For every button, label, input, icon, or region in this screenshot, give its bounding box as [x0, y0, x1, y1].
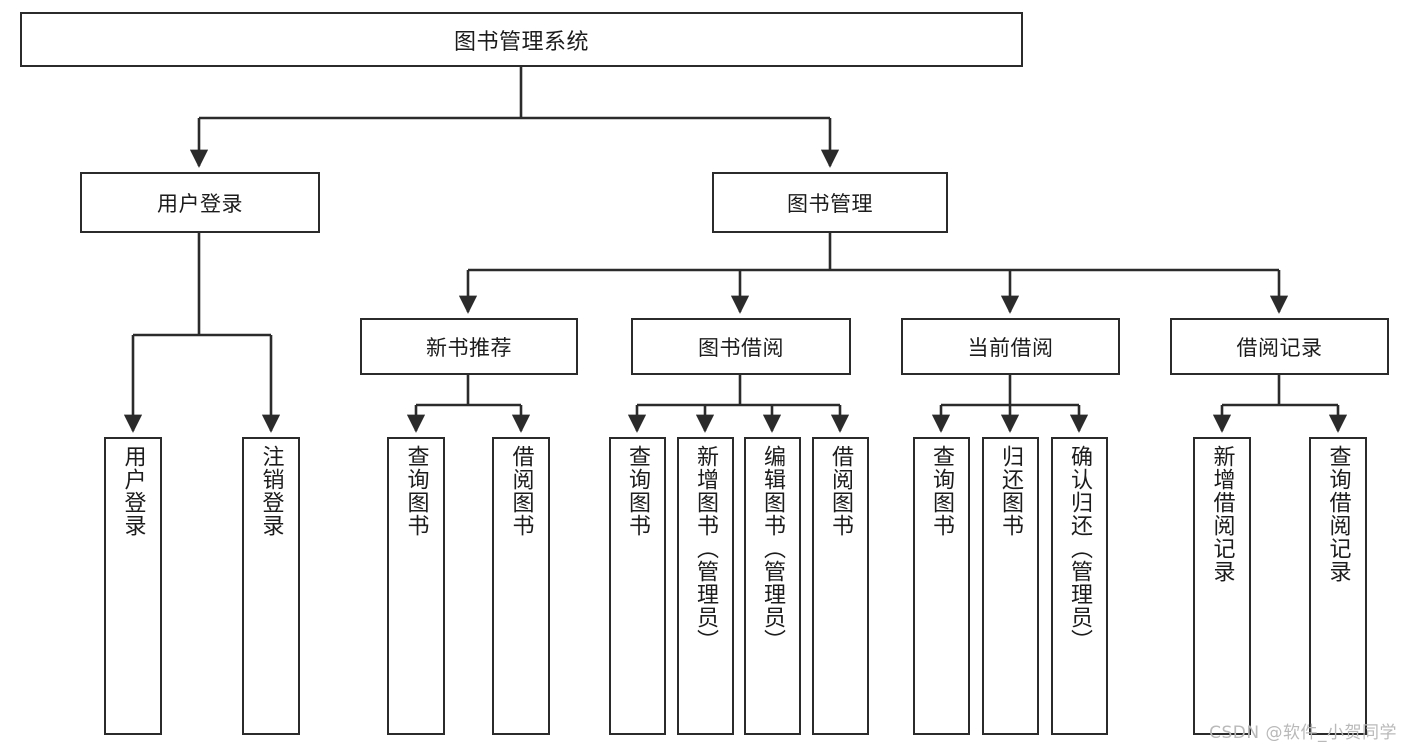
leaf-user-login-logout[interactable]: 注销登录 [242, 437, 300, 735]
node-label: 确认归还（管理员） [1067, 445, 1093, 652]
node-label: 新书推荐 [426, 335, 512, 360]
leaf-borrow-record-query[interactable]: 查询借阅记录 [1309, 437, 1367, 735]
node-current-borrow[interactable]: 当前借阅 [901, 318, 1120, 375]
leaf-book-borrow-borrow[interactable]: 借阅图书 [812, 437, 869, 735]
leaf-user-login-login[interactable]: 用户登录 [104, 437, 162, 735]
leaf-borrow-record-add[interactable]: 新增借阅记录 [1193, 437, 1251, 735]
node-label: 查询图书 [929, 445, 955, 537]
node-label: 借阅记录 [1236, 335, 1323, 360]
leaf-current-borrow-confirm[interactable]: 确认归还（管理员） [1051, 437, 1108, 735]
node-label: 新增借阅记录 [1209, 445, 1235, 583]
node-label: 借阅图书 [508, 445, 534, 537]
node-book-borrow[interactable]: 图书借阅 [631, 318, 851, 375]
leaf-book-borrow-query[interactable]: 查询图书 [609, 437, 666, 735]
node-label: 借阅图书 [828, 445, 854, 537]
node-new-book-recommend[interactable]: 新书推荐 [360, 318, 578, 375]
leaf-book-borrow-add[interactable]: 新增图书（管理员） [677, 437, 734, 735]
node-label: 图书借阅 [698, 335, 784, 360]
leaf-current-borrow-query[interactable]: 查询图书 [913, 437, 970, 735]
node-borrow-record[interactable]: 借阅记录 [1170, 318, 1389, 375]
node-root-system[interactable]: 图书管理系统 [20, 12, 1023, 67]
node-label: 当前借阅 [967, 335, 1054, 360]
node-label: 查询图书 [403, 445, 429, 537]
node-label: 编辑图书（管理员） [760, 445, 786, 652]
node-label: 新增图书（管理员） [693, 445, 719, 652]
node-label: 用户登录 [120, 445, 146, 537]
leaf-new-book-query[interactable]: 查询图书 [387, 437, 445, 735]
node-label: 图书管理 [787, 191, 873, 216]
node-label: 注销登录 [258, 445, 284, 537]
node-label: 图书管理系统 [453, 29, 589, 55]
node-user-login[interactable]: 用户登录 [80, 172, 320, 233]
node-label: 查询借阅记录 [1325, 445, 1351, 583]
node-book-management[interactable]: 图书管理 [712, 172, 948, 233]
leaf-current-borrow-return[interactable]: 归还图书 [982, 437, 1039, 735]
csdn-watermark: CSDN @软件_小贺同学 [1209, 723, 1397, 743]
node-label: 查询图书 [625, 445, 651, 537]
leaf-new-book-borrow[interactable]: 借阅图书 [492, 437, 550, 735]
leaf-book-borrow-edit[interactable]: 编辑图书（管理员） [744, 437, 801, 735]
node-label: 用户登录 [157, 191, 243, 216]
node-label: 归还图书 [998, 445, 1024, 537]
